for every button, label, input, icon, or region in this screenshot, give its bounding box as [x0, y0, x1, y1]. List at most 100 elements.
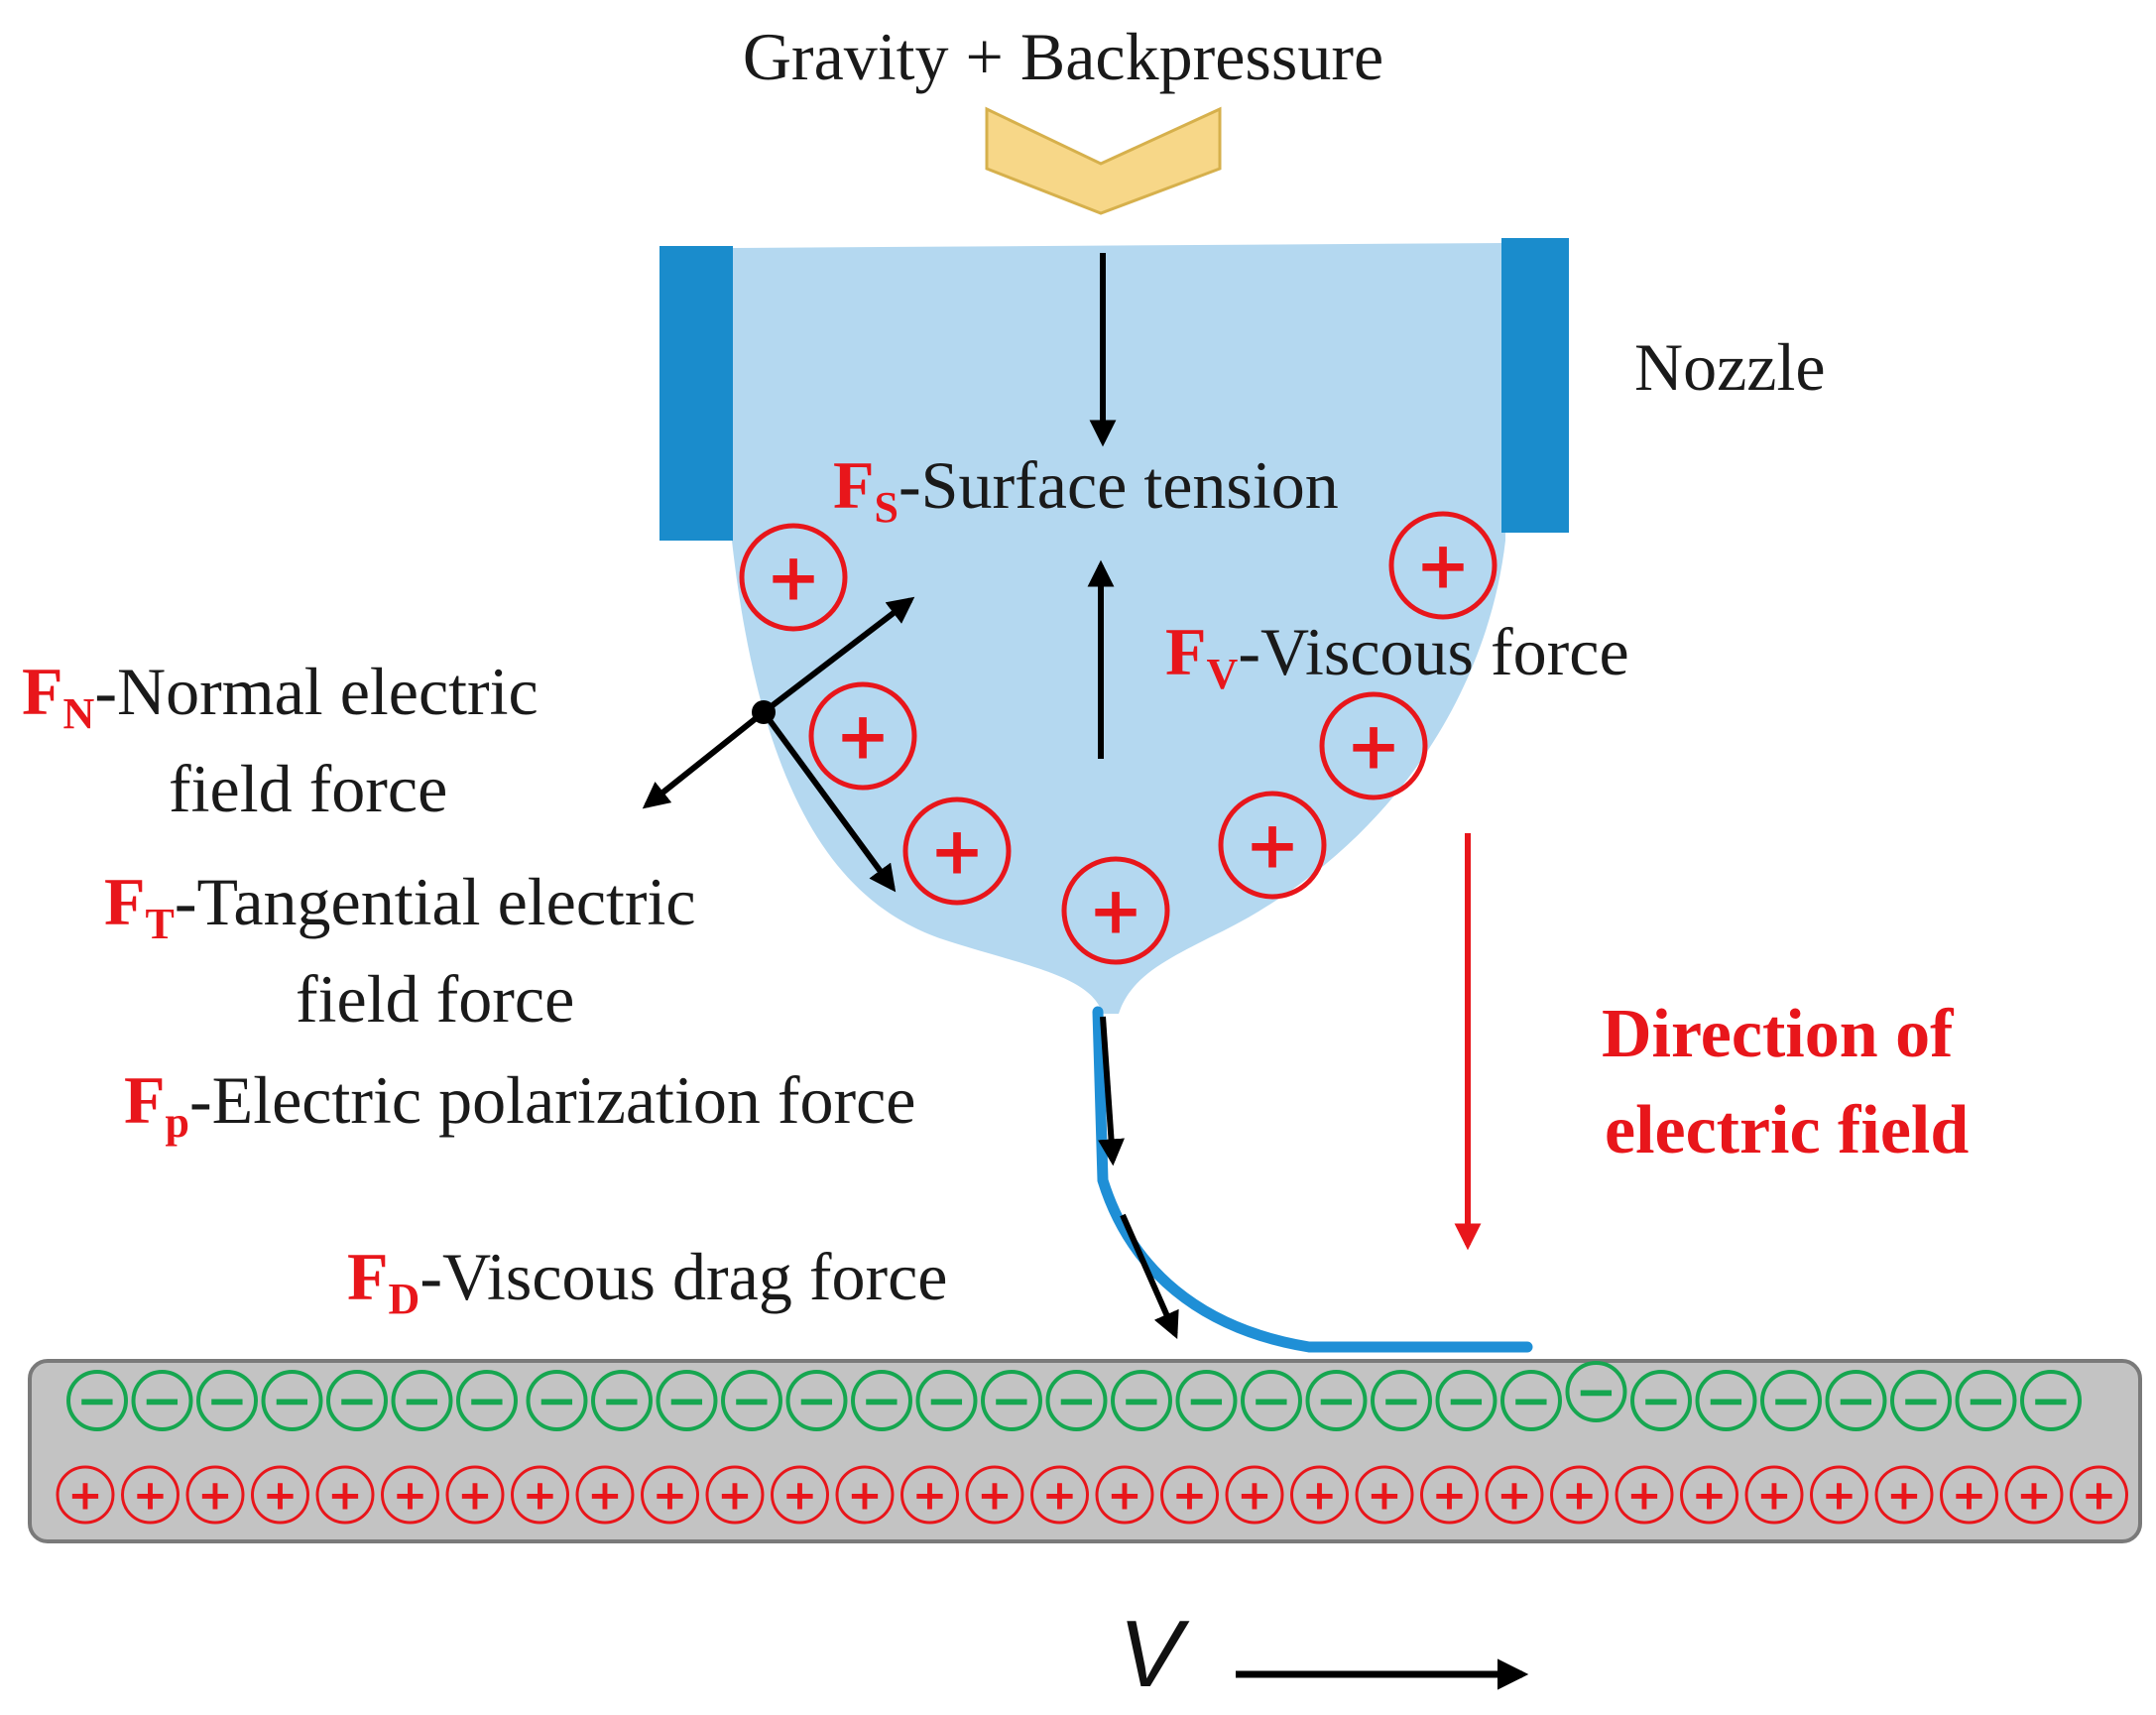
normal-force-label-line2: field force	[169, 751, 447, 826]
negative-charge: −	[66, 1370, 128, 1431]
positive-charge: +	[771, 1465, 829, 1525]
svg-text:−: −	[2030, 1372, 2072, 1429]
positive-charge: +	[56, 1465, 115, 1525]
svg-text:−: −	[666, 1372, 708, 1429]
positive-charge: +	[1680, 1465, 1738, 1525]
svg-text:−: −	[1706, 1372, 1747, 1429]
negative-charge: −	[851, 1370, 912, 1431]
negative-charge: −	[1695, 1370, 1757, 1431]
tangential-force-arrow	[761, 710, 897, 893]
svg-text:−: −	[731, 1372, 773, 1429]
svg-text:+: +	[587, 1471, 622, 1520]
droplet-charges: +++++++	[739, 511, 1497, 965]
positive-charge: +	[739, 523, 848, 632]
positive-charge: +	[1874, 1465, 1934, 1525]
svg-text:+: +	[327, 1471, 362, 1520]
svg-text:−: −	[1121, 1372, 1162, 1429]
positive-charge: +	[900, 1465, 959, 1525]
svg-text:−: −	[1640, 1372, 1682, 1429]
negative-charge: −	[1111, 1370, 1172, 1431]
positive-charge: +	[1030, 1465, 1089, 1525]
velocity-label: V	[1119, 1601, 1190, 1707]
force-origin-point	[752, 700, 776, 724]
svg-text:−: −	[1966, 1372, 2007, 1429]
positive-charge: +	[965, 1465, 1024, 1525]
positive-charge: +	[1290, 1465, 1349, 1525]
positive-charge: +	[1355, 1465, 1414, 1525]
nozzle-label: Nozzle	[1634, 329, 1826, 405]
negative-charge: −	[456, 1370, 518, 1431]
svg-text:−: −	[1056, 1372, 1098, 1429]
positive-charge: +	[185, 1465, 245, 1525]
negative-charge: −	[131, 1370, 193, 1431]
negative-charge: −	[391, 1370, 453, 1431]
svg-text:−: −	[1380, 1372, 1422, 1429]
positive-charge: +	[1388, 511, 1497, 620]
svg-text:+: +	[1088, 873, 1142, 949]
positive-charge: +	[2070, 1465, 2128, 1525]
tangential-force-label-line2: field force	[296, 961, 574, 1037]
negative-charge: −	[1371, 1370, 1432, 1431]
svg-text:+: +	[1107, 1471, 1141, 1520]
positive-charge: +	[2004, 1465, 2064, 1525]
negative-charge: −	[1890, 1370, 1952, 1431]
svg-text:+: +	[1172, 1471, 1207, 1520]
positive-charge: +	[1160, 1465, 1219, 1525]
svg-text:+: +	[912, 1471, 947, 1520]
negative-charge: −	[721, 1370, 782, 1431]
svg-text:−: −	[601, 1372, 643, 1429]
negative-charge: −	[196, 1370, 258, 1431]
svg-text:−: −	[336, 1372, 378, 1429]
positive-charge: +	[251, 1465, 309, 1525]
negative-charge: −	[2020, 1370, 2082, 1431]
svg-text:−: −	[466, 1372, 508, 1429]
positive-charge: +	[1225, 1465, 1284, 1525]
svg-text:+: +	[847, 1471, 882, 1520]
svg-text:−: −	[1900, 1372, 1942, 1429]
svg-text:−: −	[991, 1372, 1032, 1429]
svg-text:+: +	[393, 1471, 427, 1520]
positive-charge: +	[575, 1465, 635, 1525]
svg-text:−: −	[1316, 1372, 1358, 1429]
negative-charge: −	[1565, 1361, 1627, 1422]
negative-charge: −	[326, 1370, 388, 1431]
svg-text:+: +	[67, 1471, 102, 1520]
positive-charge: +	[1550, 1465, 1609, 1525]
svg-text:+: +	[1562, 1471, 1597, 1520]
svg-text:+: +	[1346, 708, 1400, 785]
svg-text:+: +	[1245, 807, 1299, 884]
negative-charge: −	[1045, 1370, 1108, 1431]
positive-charge: +	[1218, 791, 1327, 900]
polarization-force-arrow	[1098, 1016, 1125, 1166]
svg-text:+: +	[1952, 1471, 1986, 1520]
svg-text:+: +	[2082, 1471, 2116, 1520]
positive-charge: +	[445, 1465, 505, 1525]
svg-text:+: +	[1432, 1471, 1467, 1520]
positive-charge: +	[1061, 856, 1170, 965]
nozzle-wall-left	[659, 246, 733, 541]
svg-text:+: +	[1822, 1471, 1857, 1520]
negative-charge: −	[1175, 1370, 1238, 1431]
negative-charge: −	[981, 1370, 1042, 1431]
svg-text:−: −	[1186, 1372, 1228, 1429]
svg-text:+: +	[523, 1471, 557, 1520]
positive-charge: +	[1615, 1465, 1674, 1525]
positive-charge: +	[808, 681, 917, 791]
svg-text:+: +	[2016, 1471, 2051, 1520]
svg-text:+: +	[1302, 1471, 1337, 1520]
positive-charge: +	[381, 1465, 439, 1525]
svg-text:+: +	[1756, 1471, 1791, 1520]
drag-force-label: FD-Viscous drag force	[347, 1239, 947, 1323]
negative-charge: −	[526, 1370, 588, 1431]
normal-force-arrow-out	[642, 709, 766, 809]
svg-text:+: +	[457, 1471, 492, 1520]
svg-text:+: +	[1497, 1471, 1531, 1520]
downward-chevron	[985, 106, 1222, 215]
svg-text:−: −	[1836, 1372, 1877, 1429]
positive-charge: +	[315, 1465, 375, 1525]
field-direction-label-line2: electric field	[1605, 1092, 1969, 1168]
negative-charge: −	[1760, 1370, 1822, 1431]
negative-charge: −	[656, 1370, 718, 1431]
svg-text:−: −	[1510, 1372, 1552, 1429]
